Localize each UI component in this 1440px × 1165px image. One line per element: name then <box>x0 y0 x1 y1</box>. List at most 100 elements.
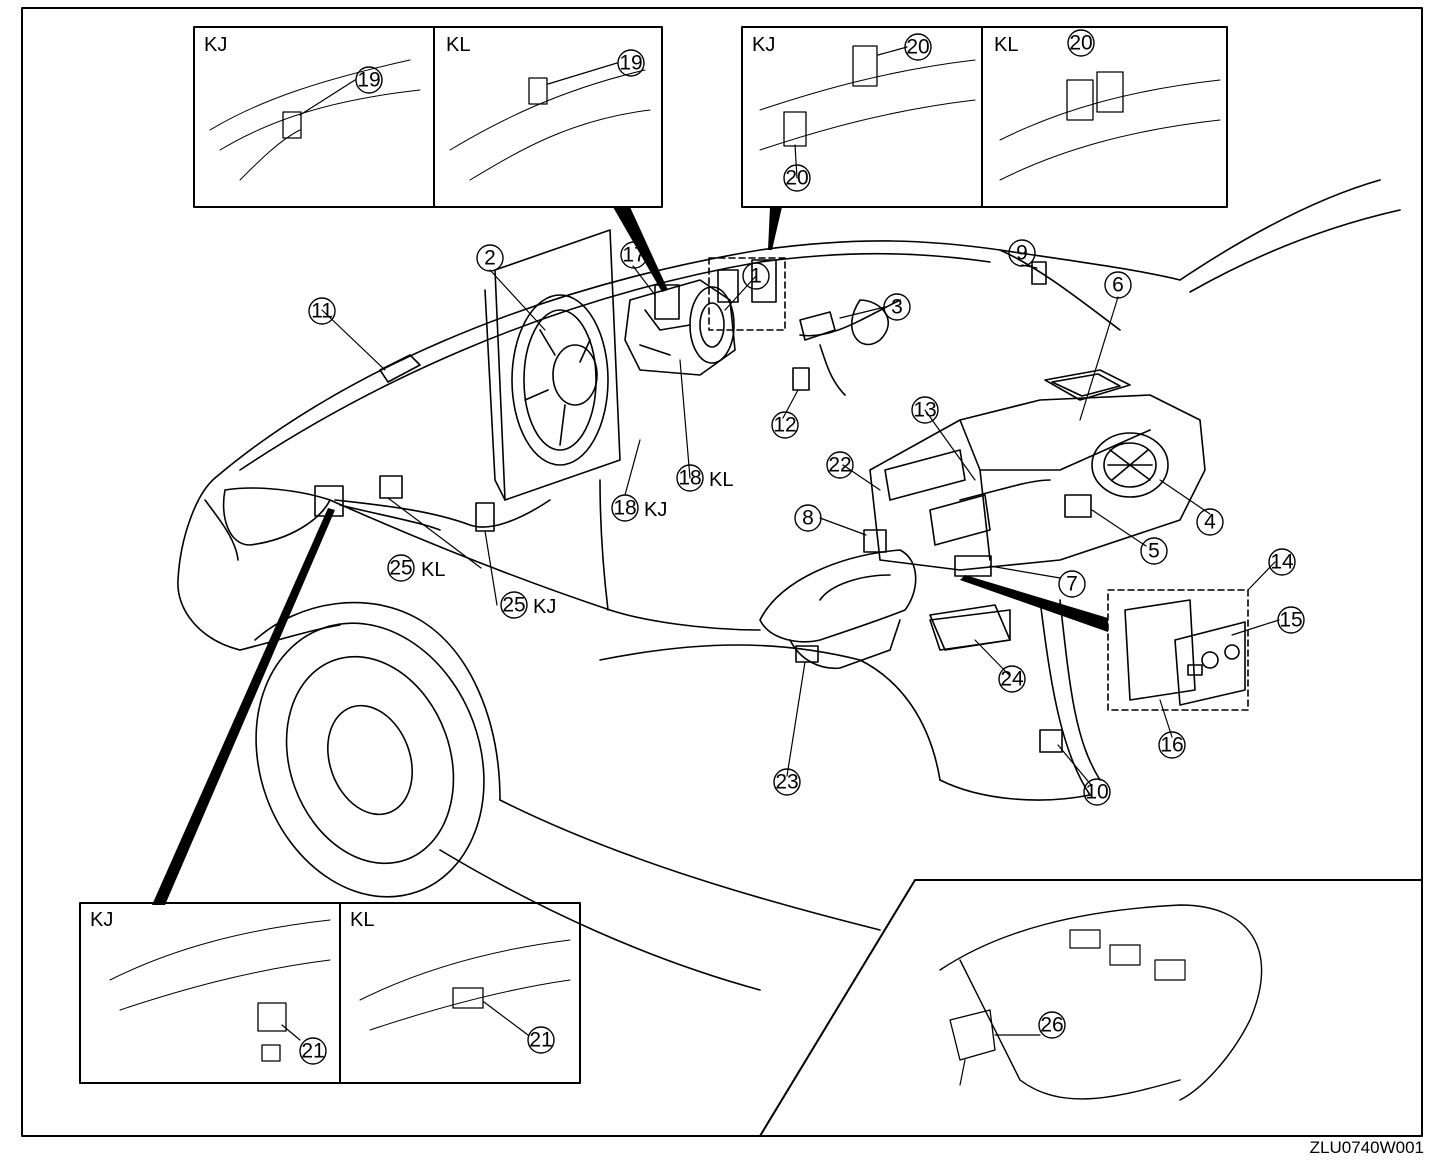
callout-17 <box>620 241 648 269</box>
sensor-23-icon <box>795 645 819 663</box>
callout-5 <box>1140 537 1168 565</box>
leader-lines <box>321 264 1280 787</box>
control-panel-15-icon <box>1174 621 1246 706</box>
variant-kl-18: KL <box>709 469 733 491</box>
callout-18-kl-label: 18 <box>678 467 701 490</box>
callout-25-kj-label: 25 <box>502 594 525 617</box>
sensor-9-icon <box>1031 261 1047 285</box>
variant-kj-18: KJ <box>644 499 667 521</box>
callout-15 <box>1277 606 1305 634</box>
drawing-code: ZLU0740W001 <box>1310 1138 1424 1157</box>
callout-3 <box>883 293 911 321</box>
inset-bottom-right <box>759 879 1423 1137</box>
callout-9 <box>1008 239 1036 267</box>
callout-26 <box>1038 1011 1066 1039</box>
callout-20-kj-bottom <box>783 164 811 192</box>
relay-group-box <box>708 257 786 331</box>
vehicle-body-outline <box>177 179 1401 991</box>
inset-variant-labels: KJ KL KJ KL KJ KL <box>90 34 1018 931</box>
callout-20-kl-label: 20 <box>1069 32 1092 55</box>
callout-16-label: 16 <box>1160 734 1183 757</box>
callout-19-kj-label: 19 <box>357 69 380 92</box>
relay-20a-icon <box>717 269 739 303</box>
callout-15-label: 15 <box>1279 609 1302 632</box>
callout-23-label: 23 <box>775 771 798 794</box>
callout-18-kj <box>611 494 639 522</box>
callout-23 <box>773 768 801 796</box>
callout-22-label: 22 <box>828 454 851 477</box>
inset-pointers <box>152 207 1108 905</box>
callout-25-kl <box>387 554 415 582</box>
callout-5-label: 5 <box>1148 540 1160 563</box>
callout-10-label: 10 <box>1085 781 1108 804</box>
callout-24-label: 24 <box>1000 668 1024 691</box>
callout-21-kl <box>527 1026 555 1054</box>
callout-22 <box>826 451 854 479</box>
callout-8 <box>794 504 822 532</box>
callout-2 <box>476 244 504 272</box>
component-icons <box>314 257 1092 753</box>
callout-11-label: 11 <box>311 300 333 323</box>
callout-9-label: 9 <box>1016 242 1028 265</box>
callout-20-kj-top <box>904 33 932 61</box>
callout-19-kj <box>355 66 383 94</box>
callout-20-kj-top-label: 20 <box>906 36 929 59</box>
inset-top-left <box>193 26 663 208</box>
inset-tr-kj: KJ <box>752 34 775 56</box>
relay-19-icon <box>654 284 680 320</box>
variant-kl-25: KL <box>421 559 445 581</box>
callout-26-label: 26 <box>1040 1014 1063 1037</box>
callout-24 <box>998 665 1026 693</box>
resistor-5-icon <box>1064 494 1092 518</box>
callout-11 <box>308 297 336 325</box>
callout-4-label: 4 <box>1204 511 1216 534</box>
callout-19-kl-label: 19 <box>619 52 642 75</box>
callout-4 <box>1196 508 1224 536</box>
pressure-switch-icon <box>799 311 836 341</box>
callout-8-label: 8 <box>802 507 814 530</box>
callout-13 <box>911 396 939 424</box>
sensor-8-icon <box>863 529 887 553</box>
callout-2-label: 2 <box>484 247 496 270</box>
refrigerant-lines <box>334 299 1051 531</box>
variant-labels: KL KJ KL KJ <box>421 469 733 618</box>
sensor-12-icon <box>792 367 810 391</box>
inset-tl-kl: KL <box>446 34 470 56</box>
connector-10-icon <box>1039 729 1063 753</box>
inset-bl-kl: KL <box>350 909 374 931</box>
callout-20-kl <box>1067 29 1095 57</box>
callout-19-kl <box>617 49 645 77</box>
callout-10 <box>1083 778 1111 806</box>
callout-numbers: 1 2 3 4 5 6 7 8 9 10 11 12 13 14 15 16 1… <box>301 32 1302 1063</box>
sensor-11-icon <box>379 354 421 383</box>
inset-bl-kj: KJ <box>90 909 113 931</box>
control-group-box <box>1107 589 1249 711</box>
callout-25-kj <box>500 591 528 619</box>
callout-7-label: 7 <box>1066 573 1078 596</box>
callout-21-kj-label: 21 <box>301 1040 324 1063</box>
callout-14-label: 14 <box>1270 551 1294 574</box>
diagram-frame <box>21 7 1423 1137</box>
callout-6-label: 6 <box>1112 274 1124 297</box>
callout-3-label: 3 <box>891 296 903 319</box>
callout-21-kj <box>299 1037 327 1065</box>
callout-12-label: 12 <box>773 414 796 437</box>
cooling-fan <box>484 229 621 501</box>
callout-1 <box>742 262 770 290</box>
callout-17-label: 17 <box>622 244 645 267</box>
ac-compressor <box>624 279 736 376</box>
variant-kj-25: KJ <box>533 596 556 618</box>
relay-25kl-icon <box>379 475 403 499</box>
inset-tr-kl: KL <box>994 34 1018 56</box>
climate-control-unit <box>1107 589 1249 711</box>
inset-top-right <box>741 26 1228 208</box>
callout-13-label: 13 <box>913 399 936 422</box>
callout-20-kj-bottom-label: 20 <box>785 167 808 190</box>
inset-tl-kj: KJ <box>204 34 227 56</box>
callout-25-kl-label: 25 <box>389 557 412 580</box>
callout-14 <box>1268 548 1296 576</box>
inset-bottom-left <box>79 902 581 1084</box>
callout-18-kj-label: 18 <box>613 497 636 520</box>
